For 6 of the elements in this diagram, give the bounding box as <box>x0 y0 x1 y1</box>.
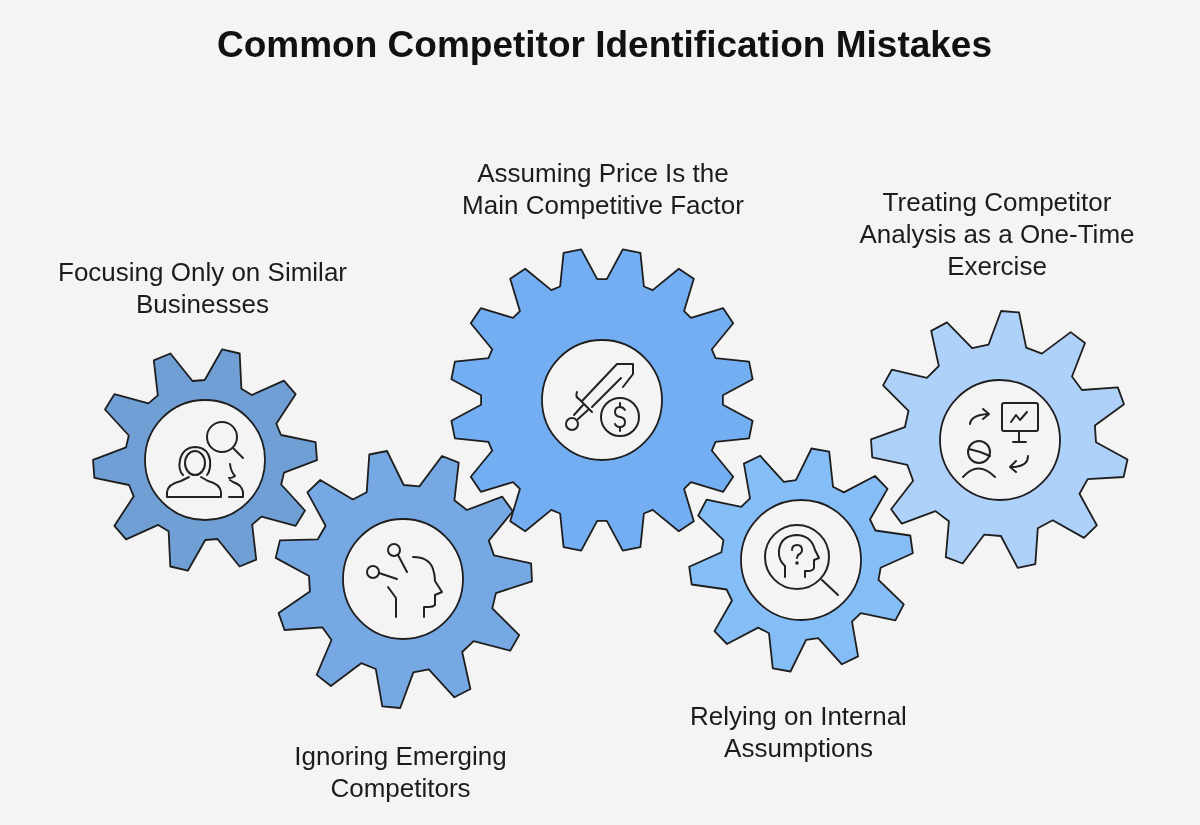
gear-caption: Focusing Only on Similar Businesses <box>57 256 348 320</box>
gear-caption: Ignoring Emerging Competitors <box>293 740 508 804</box>
gear-caption: Relying on Internal Assumptions <box>689 700 908 764</box>
gear-caption: Assuming Price Is the Main Competitive Factor <box>461 157 745 221</box>
gear-caption: Treating Competitor Analysis as a One-Time Exercise <box>858 186 1136 282</box>
title: Common Competitor Identification Mistakes <box>217 23 992 67</box>
